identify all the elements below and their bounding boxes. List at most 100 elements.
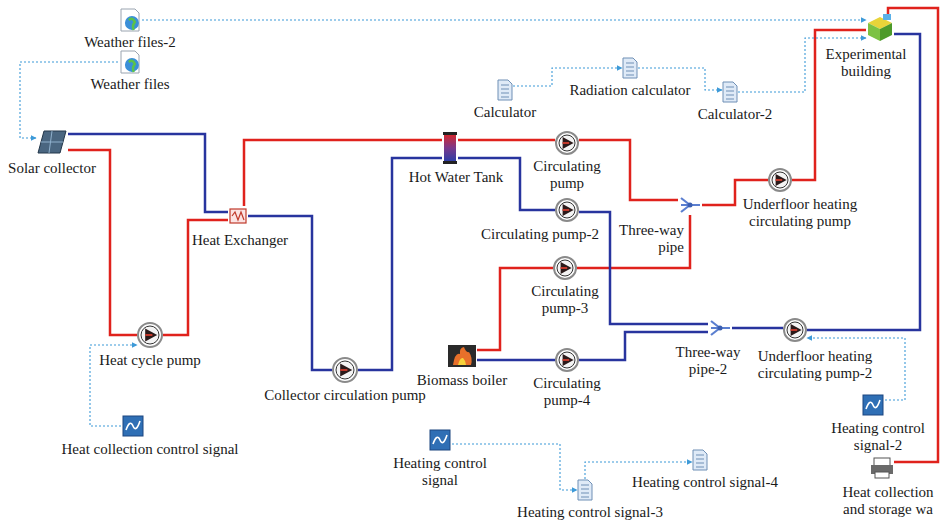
- component-label: Experimental building: [821, 46, 911, 80]
- component-label: Heating control signal-2: [823, 420, 933, 454]
- calc-icon: [723, 82, 737, 102]
- calc-icon: [578, 480, 592, 500]
- tee-icon: [711, 321, 730, 335]
- component-label: Circulating pump-4: [527, 375, 607, 409]
- component-label: Weather files: [60, 76, 200, 93]
- pump-icon: [138, 323, 162, 347]
- component-label: Heat cycle pump: [85, 352, 215, 369]
- control-component: Heating control signal-2: [861, 394, 885, 416]
- calc-component: Calculator-2: [722, 81, 738, 103]
- pipe-line: [732, 327, 783, 330]
- control-icon: [430, 430, 450, 450]
- component-label: Heat Exchanger: [175, 232, 305, 249]
- component-label: Heat collection control signal: [40, 441, 260, 458]
- component-label: Three-way pipe: [612, 222, 684, 256]
- component-label: Circulating pump-3: [525, 283, 605, 317]
- calc-component: Heating control signal-3: [577, 479, 593, 501]
- component-symbol: [768, 168, 792, 192]
- building-component: Experimental building: [866, 14, 894, 42]
- calc-icon: [693, 450, 707, 470]
- component-label: Solar collector: [2, 160, 102, 177]
- component-symbol: [555, 131, 579, 155]
- component-label: Hot Water Tank: [396, 169, 516, 186]
- pump-icon: [784, 319, 806, 341]
- component-symbol: [121, 415, 145, 437]
- component-label: Heating control signal: [385, 455, 495, 489]
- tee-component: Three-way pipe: [678, 195, 702, 215]
- pump-icon: [769, 169, 791, 191]
- control-component: Heat collection control signal: [121, 415, 145, 437]
- pump-component: Circulating pump: [555, 131, 579, 155]
- component-label: Heating control signal-3: [490, 504, 690, 521]
- pump-component: Heat cycle pump: [137, 322, 163, 348]
- pump-icon: [556, 199, 578, 221]
- tank-component: Hot Water Tank: [442, 131, 458, 165]
- component-label: Collector circulation pump: [245, 387, 445, 404]
- component-symbol: [692, 449, 708, 471]
- weather-icon: [121, 51, 139, 73]
- component-symbol: [870, 457, 894, 479]
- component-label: Calculator-2: [680, 106, 790, 123]
- component-symbol: [118, 8, 142, 32]
- component-symbol: [137, 322, 163, 348]
- component-label: Calculator: [450, 104, 560, 121]
- component-symbol: [708, 318, 732, 338]
- pump-icon: [554, 257, 576, 279]
- pipe-line: [888, 8, 938, 462]
- pump-component: Collector circulation pump: [332, 357, 358, 383]
- component-symbol: [861, 394, 885, 416]
- component-symbol: [577, 479, 593, 501]
- storage-icon: [871, 458, 893, 478]
- pipe-line: [807, 34, 920, 330]
- pump-component: Circulating pump-3: [553, 256, 577, 280]
- component-symbol: [228, 206, 248, 226]
- storage-component: Heat collection and storage wa: [870, 457, 894, 479]
- pipe-line: [458, 139, 555, 142]
- control-component: Heating control signal: [428, 429, 452, 451]
- control-icon: [123, 416, 143, 436]
- tee-component: Three-way pipe-2: [708, 318, 732, 338]
- hx-component: Heat Exchanger: [228, 206, 248, 226]
- control-icon: [863, 395, 883, 415]
- collector-component: Solar collector: [36, 129, 68, 155]
- component-symbol: [118, 50, 142, 74]
- tank-icon: [443, 132, 457, 164]
- component-label: Underfloor heating circulating pump: [735, 196, 865, 230]
- pump-component: Circulating pump-2: [555, 198, 579, 222]
- tee-icon: [681, 198, 700, 212]
- pipe-line: [477, 359, 555, 362]
- component-label: Circulating pump: [527, 158, 607, 192]
- component-symbol: [722, 81, 738, 103]
- building-icon: [868, 14, 892, 41]
- component-symbol: [428, 429, 452, 451]
- component-symbol: [36, 129, 68, 155]
- component-label: Three-way pipe-2: [672, 344, 744, 378]
- component-symbol: [332, 357, 358, 383]
- pipe-line: [477, 268, 553, 350]
- control-signal-line: [142, 19, 866, 20]
- component-symbol: [447, 344, 477, 368]
- control-signal-line: [20, 62, 118, 138]
- component-symbol: [555, 198, 579, 222]
- weather-icon: [121, 9, 139, 31]
- pump-component: Circulating pump-4: [555, 348, 579, 372]
- component-symbol: [442, 131, 458, 165]
- component-symbol: [555, 348, 579, 372]
- boiler-icon: [448, 345, 476, 367]
- component-label: Heating control signal-4: [605, 474, 805, 491]
- component-symbol: [553, 256, 577, 280]
- calc-component: Radiation calculator: [622, 57, 638, 79]
- pump-icon: [333, 358, 357, 382]
- component-label: Underfloor heating circulating pump-2: [745, 348, 885, 382]
- boiler-component: Biomass boiler: [447, 344, 477, 368]
- calc-icon: [623, 58, 637, 78]
- weather-component: Weather files-2: [118, 8, 142, 32]
- pipe-line: [68, 150, 137, 335]
- component-label: Heat collection and storage wa: [833, 484, 943, 518]
- pump-component: Underfloor heating circulating pump-2: [783, 318, 807, 342]
- calc-icon: [498, 80, 512, 100]
- component-symbol: [622, 57, 638, 79]
- collector-icon: [38, 131, 66, 153]
- component-label: Weather files-2: [60, 34, 200, 51]
